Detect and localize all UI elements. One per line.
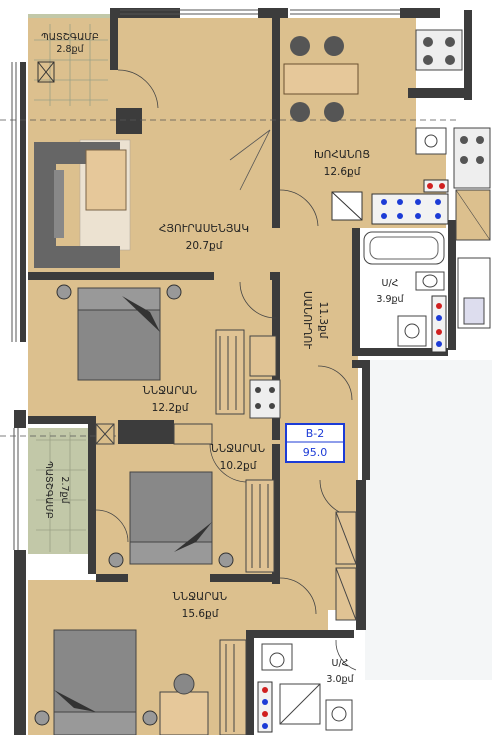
walls	[14, 8, 472, 735]
chairs-icon	[290, 36, 344, 122]
nightstand-2b-icon	[218, 552, 234, 568]
desk-3-icon	[159, 691, 209, 735]
balcony-left-area: 2.7քմ	[59, 476, 70, 504]
apartment-code: B-2	[306, 427, 325, 440]
bathroom-top-area: 3.9քմ	[376, 294, 404, 305]
kitchen-name: ԽՈՀԱՆՈՑ	[314, 149, 370, 161]
bedroom-2-name: ՆՆՋԱՐԱՆ	[211, 443, 266, 455]
cooktop-icon	[453, 127, 491, 189]
living-room-area: 20.7քմ	[186, 240, 223, 252]
bathroom-valves	[431, 295, 447, 353]
wardrobe-3-icon	[219, 639, 247, 735]
bedroom-1-name: ՆՆՋԱՐԱՆ	[143, 385, 198, 397]
living-diagonal	[239, 129, 271, 191]
living-diagonal-2	[229, 129, 271, 161]
bedroom-2-area: 10.2քմ	[220, 460, 257, 472]
windows	[11, 9, 400, 550]
nightstand-3a-icon	[34, 710, 50, 726]
coffee-table-icon	[85, 149, 127, 211]
bedroom-3-name: ՆՆՋԱՐԱՆ	[173, 591, 228, 603]
chair-3-icon	[173, 673, 195, 695]
nightstand-1b-icon	[166, 284, 182, 300]
desk-1-icon	[173, 423, 213, 445]
wardrobe-2-icon	[245, 479, 275, 573]
apartment-area: 95.0	[303, 446, 328, 459]
stove-icon	[415, 29, 463, 71]
dining-table-icon	[283, 63, 359, 95]
utility-valves	[371, 179, 449, 225]
nightstand-2a-icon	[108, 552, 124, 568]
wardrobe-1-icon	[215, 329, 281, 419]
apartment-tag: B-2 95.0	[285, 423, 345, 463]
balcony-left-name: ՊԱՏՇԳԱՄԲ	[43, 461, 54, 519]
room-labels: ՊԱՏՇԳԱՄԲ 2.8քմ ՀՅՈՒՐԱՍԵՆՅԱԿ 20.7քմ ԽՈՀԱՆ…	[41, 32, 404, 685]
bathroom-top-name: Ս/Հ	[382, 278, 399, 289]
bathroom-bottom-valves	[257, 681, 273, 733]
corridor-name: ՍԱՆՈՒՂՈՒ	[301, 291, 313, 349]
bathroom-bottom-area: 3.0քմ	[326, 674, 354, 685]
balcony-top-hatch	[34, 24, 108, 106]
balcony-left-floor	[28, 428, 90, 554]
balcony-top-area: 2.8քմ	[56, 44, 84, 55]
nightstand-1a-icon	[56, 284, 72, 300]
hall-wardrobe-icon	[335, 511, 357, 621]
sofa-icon	[34, 142, 120, 268]
outside-area	[365, 360, 492, 680]
corridor-area: 11.3քմ	[317, 302, 329, 339]
bedroom-3-area: 15.6քմ	[182, 608, 219, 620]
balcony-left-hatch	[36, 432, 86, 552]
drain-icon	[37, 61, 55, 83]
nightstand-3b-icon	[142, 710, 158, 726]
living-room-name: ՀՅՈՒՐԱՍԵՆՅԱԿ	[159, 223, 249, 235]
bathroom-bottom-name: Ս/Հ	[332, 658, 349, 669]
annex-fixture	[457, 257, 491, 329]
balcony-top-name: ՊԱՏՇԳԱՄԲ	[41, 32, 99, 43]
bedroom-1-area: 12.2քմ	[152, 402, 189, 414]
kitchen-area: 12.6քմ	[324, 166, 361, 178]
